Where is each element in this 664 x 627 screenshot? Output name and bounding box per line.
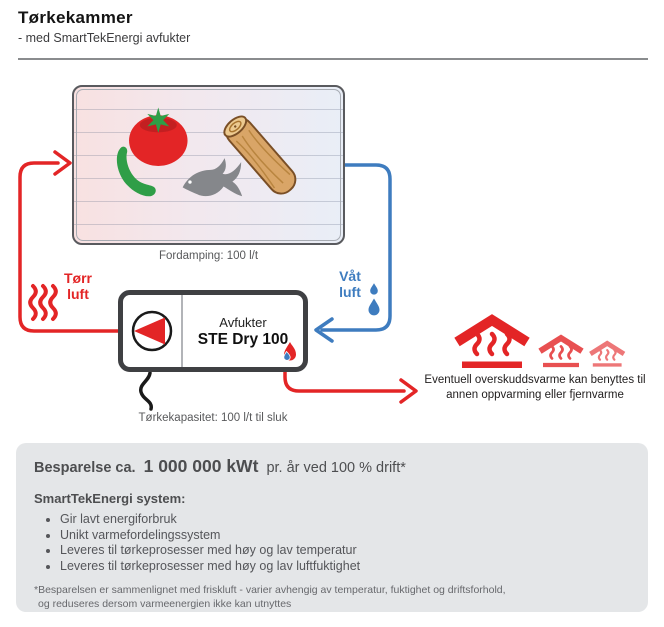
arrow-right-icon (399, 378, 418, 404)
heated-houses-group (452, 314, 627, 368)
page-title: Tørkekammer (18, 8, 133, 27)
wet-air-label: Våt luft (339, 268, 361, 300)
arrow-left-icon (314, 317, 334, 343)
savings-info-panel: Besparelse ca. 1 000 000 kWt pr. år ved … (16, 443, 648, 612)
list-item: Leveres til tørkeprosesser med høy og la… (60, 559, 630, 575)
system-heading: SmartTekEnergi system: (34, 491, 186, 506)
chamber-inner-frame (76, 89, 341, 241)
drain-hose (139, 371, 153, 411)
wet-air-pipe (314, 163, 392, 343)
surplus-heat-note: Eventuell overskuddsvarme kan benyttes t… (424, 374, 646, 401)
device-fan-section (123, 295, 183, 367)
device-label-section: Avfukter STE Dry 100 (183, 295, 303, 367)
device-model: STE Dry 100 (197, 331, 289, 348)
pump-icon (131, 310, 173, 352)
dry-air-label: Tørr luft (64, 270, 92, 302)
green-bean-icon (116, 146, 156, 197)
footnote-line: og reduseres dersom varmeenergien ikke k… (38, 598, 292, 610)
dry-air-pipe (18, 150, 120, 333)
capacity-caption: Tørkekapasitet: 100 l/t til sluk (138, 412, 288, 424)
dehumidifier-unit: Avfukter STE Dry 100 (118, 290, 308, 372)
savings-line: Besparelse ca. 1 000 000 kWt pr. år ved … (34, 456, 630, 477)
surplus-heat-pipe (283, 370, 418, 404)
savings-prefix: Besparelse ca. (34, 460, 136, 476)
wood-log-icon (223, 115, 297, 195)
tomato-icon (129, 107, 188, 166)
chamber-contents (116, 107, 297, 197)
house-icon-large (457, 320, 527, 365)
device-name: Avfukter (219, 315, 267, 330)
footnote: *Besparelsen er sammenlignet med frisklu… (34, 583, 630, 611)
arrow-right-icon (53, 150, 72, 176)
drying-chamber (72, 85, 345, 245)
list-item: Gir lavt energiforbruk (60, 512, 630, 528)
savings-suffix: pr. år ved 100 % drift* (266, 460, 406, 476)
water-droplets-icon (368, 283, 380, 316)
system-feature-list: Gir lavt energiforbruk Unikt varmefordel… (34, 512, 630, 574)
page-subtitle: - med SmartTekEnergi avfukter (18, 31, 191, 45)
savings-value: 1 000 000 kWt (143, 456, 259, 476)
house-icon-medium (540, 338, 582, 365)
footnote-line: *Besparelsen er sammenlignet med frisklu… (34, 584, 506, 596)
house-icon-small (590, 343, 624, 365)
heatpump-flame-icon (283, 342, 296, 361)
list-item: Unikt varmefordelingssystem (60, 528, 630, 544)
heat-waves-icon (28, 284, 58, 321)
header-divider (18, 58, 648, 60)
evaporation-caption: Fordamping: 100 l/t (158, 250, 259, 262)
list-item: Leveres til tørkeprosesser med høy og la… (60, 543, 630, 559)
fish-icon (182, 158, 243, 197)
